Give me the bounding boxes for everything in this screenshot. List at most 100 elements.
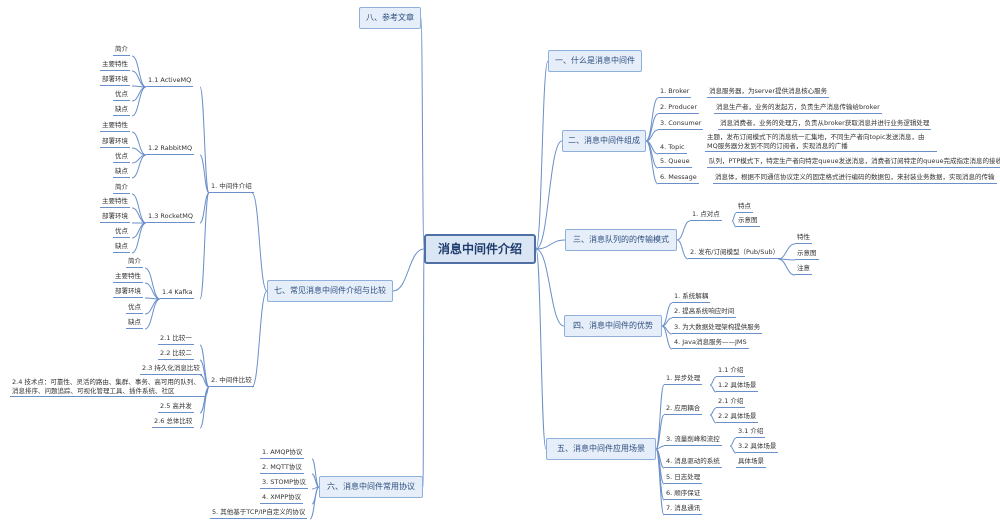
rocketmq-cons[interactable]: 缺点 [113,241,130,253]
connector-curve [392,248,425,292]
advantage-decouple[interactable]: 1. 系统解耦 [672,291,711,303]
mq-rocketmq[interactable]: 1.3 RocketMQ [146,211,195,223]
mq-kafka[interactable]: 1.4 Kafka [160,287,195,299]
connector-curve [645,140,659,185]
branch-references[interactable]: 八、参考文章 [359,7,421,29]
scenario-peak-intro[interactable]: 3.1 介绍 [736,426,766,438]
component-consumer[interactable]: 3. Consumer [658,118,704,130]
scenario-async-intro[interactable]: 1.1 介绍 [716,365,746,377]
rabbitmq-cons[interactable]: 缺点 [113,166,130,178]
connector-curve [422,248,425,488]
protocol-xmpp[interactable]: 4. XMPP协议 [260,492,304,504]
component-consumer-desc: 消息消费者，业务的处理方，负责从broker获取消息并进行业务逻辑处理 [718,118,932,130]
scenario-decouple[interactable]: 2. 应用耦合 [664,403,703,415]
scenario-decouple-intro[interactable]: 2.1 介绍 [716,396,746,408]
connector-curve [731,220,737,228]
mode-p2p-feature[interactable]: 特点 [736,201,753,213]
connector-curve [144,298,161,315]
component-producer-desc: 消息生产者，业务的发起方，负责生产消息传输给broker [714,102,882,114]
rocketmq-env[interactable]: 部署环境 [100,211,130,223]
connector-curve [420,17,425,250]
protocol-mqtt[interactable]: 2. MQTT协议 [260,462,304,474]
component-broker[interactable]: 1. Broker [658,86,692,98]
scenario-msgdriven[interactable]: 4. 消息驱动的系统 [664,456,722,468]
compare-one[interactable]: 2.1 比较一 [158,333,194,345]
compare-concurrency[interactable]: 2.5 高并发 [158,401,194,413]
activemq-env[interactable]: 部署环境 [100,74,130,86]
kafka-feature[interactable]: 主要特性 [113,271,143,283]
activemq-cons[interactable]: 缺点 [113,104,130,116]
connector-curve [131,86,147,102]
mode-p2p-diagram[interactable]: 示意图 [736,215,760,227]
component-message[interactable]: 6. Message [658,172,699,184]
mode-pubsub-diagram[interactable]: 示意图 [795,248,819,260]
connector-curve [535,60,549,250]
rabbitmq-pros[interactable]: 优点 [113,151,130,163]
rabbitmq-feature[interactable]: 主要特性 [100,120,130,132]
activemq-pros[interactable]: 优点 [113,89,130,101]
compare-persistence[interactable]: 2.3 持久化消息比较 [140,363,202,375]
mode-p2p[interactable]: 1. 点对点 [690,209,722,221]
advantage-response[interactable]: 2. 提高系统响应时间 [672,306,737,318]
branch-components[interactable]: 二、消息中间件组成 [562,130,646,152]
rocketmq-feature[interactable]: 主要特性 [100,196,130,208]
rabbitmq-env[interactable]: 部署环境 [100,136,130,148]
activemq-intro[interactable]: 简介 [113,44,130,56]
scenario-async-case[interactable]: 1.2 具体场景 [716,380,759,392]
component-topic[interactable]: 4. Topic [658,142,687,154]
scenario-peak-case[interactable]: 3.2 具体场景 [736,441,779,453]
protocol-other[interactable]: 5. 其他基于TCP/IP自定义的协议 [210,507,308,519]
rocketmq-pros[interactable]: 优点 [113,226,130,238]
root-node[interactable]: 消息中间件介绍 [424,234,536,264]
connector-curve [676,239,689,260]
mode-pubsub-feature[interactable]: 特性 [795,232,812,244]
mq-activemq[interactable]: 1.1 ActiveMQ [146,75,194,87]
middleware-intro[interactable]: 1. 中间件介绍 [209,181,254,193]
protocol-stomp[interactable]: 3. STOMP协议 [260,477,309,489]
protocol-amqp[interactable]: 1. AMQP协议 [260,447,305,459]
connector-curve [655,448,665,516]
kafka-env[interactable]: 部署环境 [113,286,143,298]
scenario-log[interactable]: 5. 日志处理 [664,472,703,484]
scenario-order[interactable]: 6. 顺序保证 [664,488,703,500]
branch-advantages[interactable]: 四、消息中间件的优势 [564,315,662,337]
component-queue-desc: 队列，PTP模式下，特定生产者向特定queue发送消息，消费者订阅特定的queu… [707,156,1000,168]
connector-curve [199,86,210,194]
branch-comparison[interactable]: 七、常见消息中间件介绍与比较 [267,280,393,302]
connector-curve [645,129,659,142]
connector-curve [131,222,147,239]
compare-two[interactable]: 2.2 比较二 [158,348,194,360]
scenario-async[interactable]: 1. 异步处理 [664,373,703,385]
component-broker-desc: 消息服务器，为server提供消息核心服务 [707,86,830,98]
advantage-jms[interactable]: 4. Java消息服务——JMS [672,337,749,349]
branch-protocols[interactable]: 六、消息中间件常用协议 [319,476,423,498]
branch-transfer-modes[interactable]: 三、消息队列的的传输模式 [565,229,677,251]
connector-curve [535,248,565,327]
kafka-intro[interactable]: 简介 [126,256,143,268]
connector-curve [251,290,268,388]
middleware-compare[interactable]: 2. 中间件比较 [209,375,254,387]
component-message-desc: 消息体，根据不同通信协议定义的固定格式进行编码的数据包，来封装业务数据，实现消息… [713,172,997,184]
mode-pubsub-note[interactable]: 注意 [795,263,812,275]
branch-scenarios[interactable]: 五、消息中间件应用场景 [546,438,656,460]
kafka-cons[interactable]: 缺点 [126,317,143,329]
connector-curve [709,414,717,424]
activemq-feature[interactable]: 主要特性 [100,59,130,71]
connector-curve [131,86,147,117]
mode-pubsub[interactable]: 2. 发布/订阅模型（Pub/Sub） [688,247,782,259]
branch-what-is[interactable]: 一、什么是消息中间件 [548,50,642,72]
scenario-comm[interactable]: 7. 消息通讯 [664,503,703,515]
scenario-decouple-case[interactable]: 2.2 具体场景 [716,411,759,423]
component-queue[interactable]: 5. Queue [658,156,692,168]
scenario-peak[interactable]: 3. 流量削峰和流控 [664,434,722,446]
rocketmq-intro[interactable]: 简介 [113,182,130,194]
mq-rabbitmq[interactable]: 1.2 RabbitMQ [146,143,195,155]
compare-tech-points[interactable]: 2.4 技术点：可靠性、灵活的路由、集群、事务、高可用的队列、消息排序、问题追踪… [10,378,206,397]
compare-overall[interactable]: 2.6 总体比较 [152,416,195,428]
scenario-msgdriven-case[interactable]: 具体场景 [736,456,766,468]
kafka-pros[interactable]: 优点 [126,302,143,314]
connector-curve [199,192,210,300]
advantage-bigdata[interactable]: 3. 为大数据处理架构提供服务 [672,322,763,334]
component-producer[interactable]: 2. Producer [658,102,700,114]
